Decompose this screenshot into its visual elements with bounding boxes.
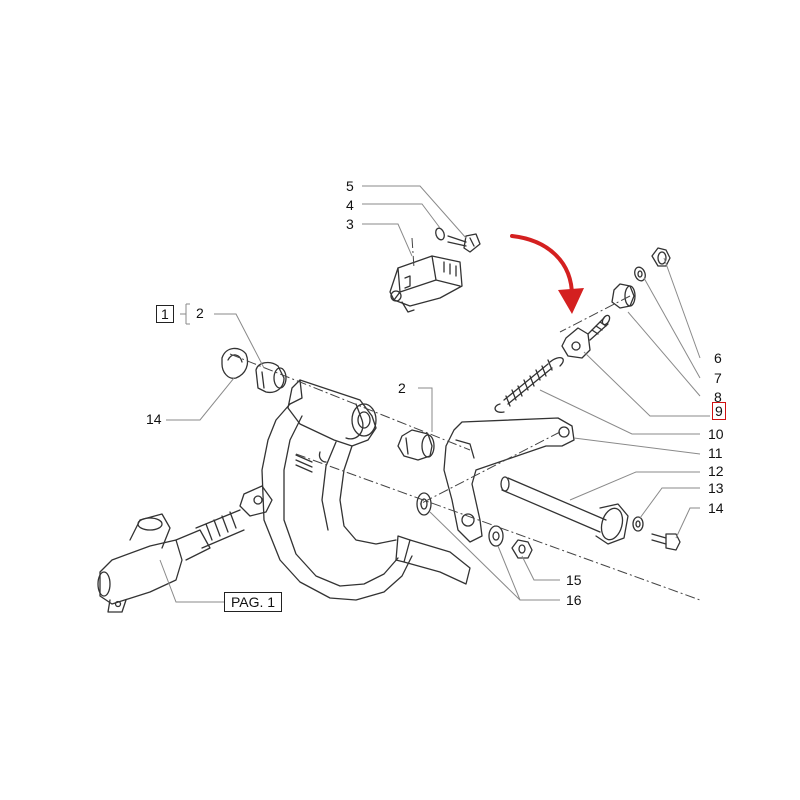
callout-3: 3 (346, 216, 354, 232)
bushing-left-part (221, 347, 287, 394)
washer-16-part (488, 525, 504, 547)
bushing-middle-part (397, 429, 435, 461)
callout-1: 1 (156, 305, 174, 323)
page-reference-box: PAG. 1 (224, 592, 283, 612)
callout-9-highlighted: 9 (712, 402, 726, 420)
callout-7: 7 (714, 370, 722, 386)
callout-12: 12 (708, 463, 724, 479)
clevis-9-part (561, 314, 611, 359)
master-cylinder-part (97, 485, 273, 613)
spring-10-part (494, 357, 564, 413)
callout-11: 11 (708, 445, 723, 461)
washer-13-part (632, 516, 644, 532)
callout-15: 15 (566, 572, 582, 588)
callout-6: 6 (714, 350, 722, 366)
nut-15-part (511, 539, 533, 559)
switch-sensor-part (389, 255, 463, 313)
callout-2-left: 2 (196, 305, 204, 321)
leader-lines (159, 185, 710, 603)
washer-7-part (634, 266, 646, 282)
callout-2-middle: 2 (398, 380, 406, 396)
pin-12-part (500, 476, 629, 545)
callout-10: 10 (708, 426, 724, 442)
callout-16: 16 (566, 592, 582, 608)
nut-6-part (651, 247, 671, 267)
lever-11-part (443, 417, 575, 543)
callout-8: 8 (714, 389, 722, 405)
bolt-14-part (651, 533, 681, 551)
spacer-8-part (611, 283, 636, 309)
callout-14-left: 14 (146, 411, 162, 427)
callout-14-right: 14 (708, 500, 724, 516)
callout-4: 4 (346, 197, 354, 213)
axis-lines (229, 237, 701, 601)
red-pointer-arrow (510, 234, 584, 314)
pedal-arm-part (261, 379, 471, 601)
callout-5: 5 (346, 178, 354, 194)
washer-part (416, 492, 432, 516)
bolt-5-part (435, 227, 481, 253)
callout-13: 13 (708, 480, 724, 496)
